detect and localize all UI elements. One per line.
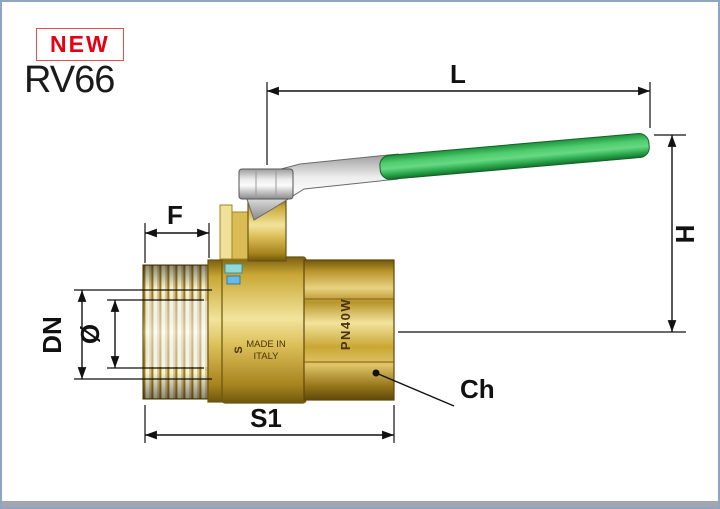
made-in-marking-line2: ITALY — [254, 351, 280, 362]
dim-label-DN: DN — [37, 316, 67, 354]
made-in-marking-line1: MADE IN — [246, 339, 286, 350]
dimension-L — [266, 82, 651, 165]
valve-body-group: PN40W S MADE IN ITALY — [142, 133, 650, 404]
hex-end — [303, 259, 395, 401]
ch-leader-dot — [372, 369, 380, 377]
model-name: RV66 — [24, 59, 115, 101]
dim-label-F: F — [167, 200, 183, 230]
dim-label-L: L — [450, 59, 466, 89]
handle-grip-green — [379, 133, 650, 180]
dim-label-S1: S1 — [250, 403, 282, 433]
threaded-socket — [142, 264, 214, 400]
dimension-H — [398, 134, 686, 333]
dimension-DN — [74, 289, 212, 380]
seal-ring-top — [224, 263, 243, 274]
dim-label-H: H — [670, 225, 700, 244]
new-badge: NEW — [36, 28, 124, 61]
dimension-lines — [74, 82, 686, 443]
gland-nut — [238, 168, 294, 200]
dim-label-Ch: Ch — [460, 374, 495, 404]
dimension-diameter — [107, 299, 204, 369]
frame-bottom-shadow — [2, 501, 718, 507]
bore-highlight — [148, 301, 210, 367]
leader-Ch — [375, 372, 455, 407]
pressure-rating-marking: PN40W — [338, 298, 353, 350]
dimension-F — [144, 223, 210, 263]
dim-label-diameter: Ø — [75, 324, 105, 344]
brand-marking: S — [233, 346, 245, 353]
seal-ring-bottom — [226, 275, 241, 285]
dimension-S1 — [144, 405, 395, 443]
